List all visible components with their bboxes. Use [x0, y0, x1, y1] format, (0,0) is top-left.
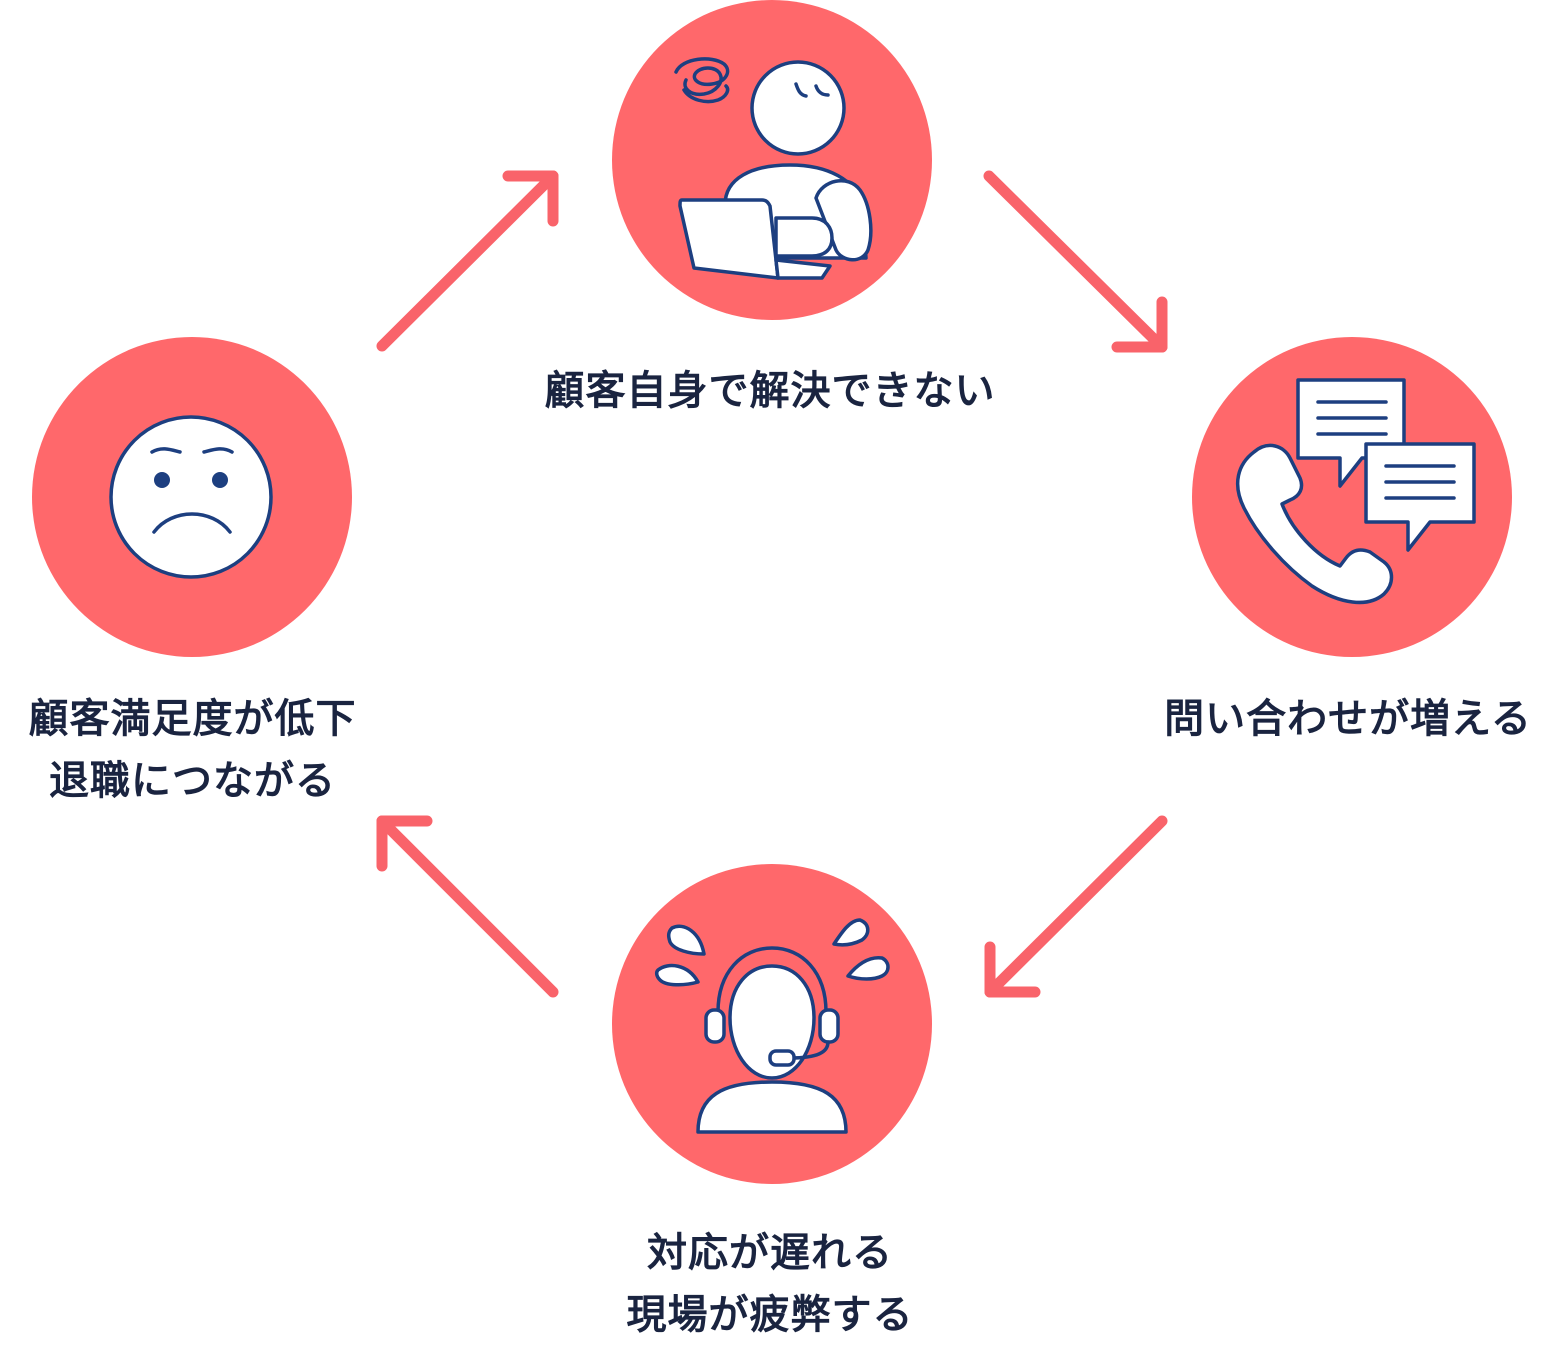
- node-label-line: 現場が疲弊する: [626, 1292, 914, 1338]
- node-label-self-solve: 顧客自身で解決できない: [470, 360, 1070, 422]
- node-circle-inquiries: [1192, 337, 1512, 657]
- frowning-face-icon: [109, 415, 273, 579]
- node-label-line: 顧客満足度が低下: [28, 696, 357, 742]
- arrow-inquiries-to-delay: [984, 815, 1168, 998]
- node-label-line: 退職につながる: [49, 758, 336, 804]
- node-label-line: 顧客自身で解決できない: [544, 368, 996, 414]
- node-label-line: 対応が遅れる: [647, 1230, 893, 1276]
- phone-chat-icon: [1235, 378, 1476, 605]
- arrow-delay-to-satisfaction: [376, 815, 559, 998]
- node-label-line: 問い合わせが増える: [1164, 696, 1532, 742]
- confused-person-laptop-icon: [674, 57, 873, 280]
- arrow-satisfaction-to-self-solve: [376, 170, 559, 352]
- node-label-delay: 対応が遅れる 現場が疲弊する: [470, 1222, 1070, 1346]
- node-label-inquiries: 問い合わせが増える: [1128, 688, 1568, 750]
- sweating-operator-headset-icon: [654, 918, 890, 1134]
- arrow-self-solve-to-inquiries: [983, 170, 1168, 353]
- node-label-satisfaction: 顧客満足度が低下 退職につながる: [0, 688, 385, 812]
